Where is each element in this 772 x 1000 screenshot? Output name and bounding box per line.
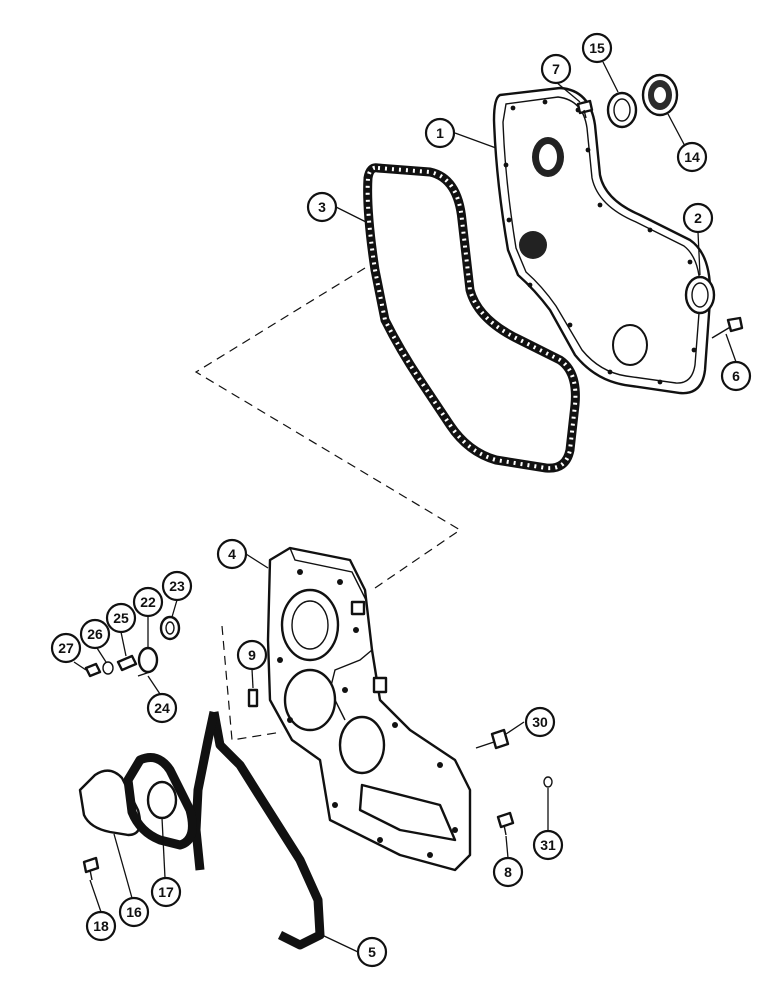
callout-16: 16 [118,896,150,928]
callout-6: 6 [720,360,752,392]
svg-text:5: 5 [368,944,376,960]
seal-part-15 [606,91,638,129]
plate-gasket-part-17 [123,753,197,850]
callout-26: 26 [79,618,111,650]
svg-text:18: 18 [93,918,109,934]
housing-gasket-part [191,711,325,950]
callout-1: 1 [424,117,456,149]
svg-text:26: 26 [87,626,103,642]
svg-text:3: 3 [318,199,326,215]
leader-1 [454,132,497,149]
capscrew-part-6 [711,316,744,339]
leader-25 [120,631,127,657]
leader-9 [251,668,254,689]
leader-14 [667,113,687,149]
bolt-part-18 [82,856,100,881]
leader-27 [73,661,87,671]
leader-7 [555,81,581,103]
svg-text:22: 22 [140,594,156,610]
ring-part-31 [543,776,553,788]
svg-text:15: 15 [589,40,605,56]
callout-24: 24 [146,692,178,724]
svg-text:6: 6 [732,368,740,384]
callout-7: 7 [540,53,572,85]
leader-16 [113,833,133,899]
callout-17: 17 [150,876,182,908]
leader-6 [725,333,737,363]
cover-plate-part-22 [137,646,159,674]
callout-27: 27 [50,632,82,664]
bolt-part-7 [576,99,594,119]
seal-part-23 [159,615,181,641]
callout-22: 22 [132,586,164,618]
svg-text:31: 31 [540,837,556,853]
svg-text:7: 7 [552,61,560,77]
callout-25: 25 [105,602,137,634]
leader-30 [505,721,525,735]
gear-housing-part [266,546,472,872]
leader-18 [89,879,102,913]
callout-15: 15 [581,32,613,64]
callout-2: 2 [682,202,714,234]
svg-text:9: 9 [248,647,256,663]
callout-23: 23 [161,570,193,602]
svg-text:14: 14 [684,149,700,165]
svg-text:24: 24 [154,700,170,716]
leader-15 [602,61,619,93]
callout-4: 4 [216,538,248,570]
leader-5 [321,934,359,953]
callout-18: 18 [85,910,117,942]
svg-text:4: 4 [228,546,236,562]
svg-text:16: 16 [126,904,142,920]
front-cover-part [492,86,712,395]
dowel-part-9 [247,688,259,708]
callout-5: 5 [356,936,388,968]
leader-17 [161,817,166,879]
leader-2 [697,231,701,276]
leader-4 [245,553,269,569]
seal-part-2 [684,275,716,315]
leader-23 [171,599,178,618]
fitting-part-25 [116,654,138,672]
leader-8 [505,835,509,859]
svg-text:17: 17 [158,884,174,900]
callout-14: 14 [676,141,708,173]
callout-31: 31 [532,829,564,861]
callout-3: 3 [306,191,338,223]
cover-gasket-part [363,163,580,473]
oil-seal-part-14 [641,73,679,117]
assembly-dashed-line-lower [221,625,283,741]
svg-text:1: 1 [436,125,444,141]
leader-24 [147,675,161,695]
callout-8: 8 [492,856,524,888]
screw-part-24 [137,671,151,677]
svg-text:25: 25 [113,610,129,626]
svg-text:2: 2 [694,210,702,226]
assembly-dashed-line [194,267,462,589]
leader-3 [335,206,367,223]
bolt-part-8 [496,811,515,836]
svg-text:23: 23 [169,578,185,594]
callout-30: 30 [524,706,556,738]
svg-text:30: 30 [532,714,548,730]
capscrew-part-30 [475,728,510,750]
svg-text:27: 27 [58,640,74,656]
nut-part-27 [84,662,102,678]
leader-26 [96,647,107,663]
svg-text:8: 8 [504,864,512,880]
ring-part-26 [102,661,114,675]
callout-9: 9 [236,639,268,671]
